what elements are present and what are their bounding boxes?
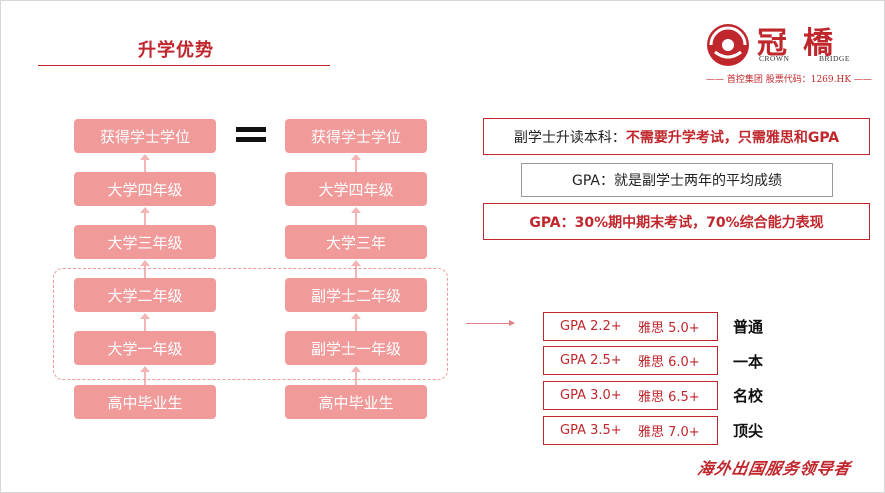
ladder-right-step-2: 大学四年级 <box>285 172 427 206</box>
crown-bridge-logo-icon <box>707 24 749 66</box>
right-arrow-icon <box>466 320 515 326</box>
school-level-label: 名校 <box>733 387 764 405</box>
ladder-right-step-5: 副学士一年级 <box>285 331 427 365</box>
ladder-left-step-2: 大学四年级 <box>74 172 216 206</box>
school-level-label: 顶尖 <box>733 422 764 440</box>
ielts-value: 雅思 6.0+ <box>638 355 700 370</box>
gpa-value: GPA 3.0+ <box>560 388 622 403</box>
footer-slogan: 海外出国服务领导者 <box>696 459 853 478</box>
up-arrow-icon <box>140 154 150 172</box>
requirement-row: GPA 3.5+ 雅思 7.0+ <box>543 416 718 445</box>
title-underline <box>38 65 330 66</box>
info-box-gpa-composition: GPA：30%期中期末考试，70%综合能力表现 <box>483 203 870 240</box>
info-path-highlight: 不需要升学考试，只需雅思和GPA <box>625 129 840 146</box>
up-arrow-icon <box>140 366 150 385</box>
associate-degree-highlight <box>53 268 448 380</box>
gpa-value: GPA 2.5+ <box>560 353 622 368</box>
requirement-row: GPA 2.2+ 雅思 5.0+ <box>543 312 718 341</box>
up-arrow-icon <box>351 260 361 278</box>
up-arrow-icon <box>351 207 361 225</box>
requirement-row: GPA 3.0+ 雅思 6.5+ <box>543 381 718 410</box>
gpa-value: GPA 3.5+ <box>560 423 622 438</box>
ielts-value: 雅思 6.5+ <box>638 390 700 405</box>
up-arrow-icon <box>351 366 361 385</box>
ladder-left-step-3: 大学三年级 <box>74 225 216 259</box>
up-arrow-icon <box>140 313 150 331</box>
up-arrow-icon <box>351 313 361 331</box>
ladder-left-step-4: 大学二年级 <box>74 278 216 312</box>
info-gpa-composition: GPA：30%期中期末考试，70%综合能力表现 <box>529 214 824 231</box>
info-box-gpa-definition: GPA：就是副学士两年的平均成绩 <box>521 163 833 197</box>
info-gpa-definition: GPA：就是副学士两年的平均成绩 <box>572 173 782 189</box>
up-arrow-icon <box>140 260 150 278</box>
logo-tagline: —— 首控集团 股票代码：1269.HK —— <box>706 75 872 85</box>
info-box-path: 副学士升读本科：不需要升学考试，只需雅思和GPA <box>483 118 870 155</box>
page-title: 升学优势 <box>138 40 214 61</box>
up-arrow-icon <box>140 207 150 225</box>
logo-name-en-right: BRIDGE <box>819 54 850 63</box>
up-arrow-icon <box>351 154 361 172</box>
ladder-right-step-6: 高中毕业生 <box>285 385 427 419</box>
info-path-prefix: 副学士升读本科： <box>513 129 626 146</box>
logo-name-en-left: CROWN <box>759 54 790 63</box>
ielts-value: 雅思 7.0+ <box>638 425 700 440</box>
ladder-right-step-1: 获得学士学位 <box>285 119 427 153</box>
requirement-row: GPA 2.5+ 雅思 6.0+ <box>543 346 718 375</box>
logo-name-cn: 冠橋 <box>757 26 849 61</box>
gpa-value: GPA 2.2+ <box>560 319 622 334</box>
ladder-left-step-6: 高中毕业生 <box>74 385 216 419</box>
ladder-right-step-3: 大学三年 <box>285 225 427 259</box>
ladder-right-step-4: 副学士二年级 <box>285 278 427 312</box>
ladder-left-step-1: 获得学士学位 <box>74 119 216 153</box>
school-level-label: 一本 <box>733 353 764 371</box>
school-level-label: 普通 <box>733 318 764 336</box>
equals-icon <box>236 127 266 147</box>
ladder-left-step-5: 大学一年级 <box>74 331 216 365</box>
ielts-value: 雅思 5.0+ <box>638 321 700 336</box>
